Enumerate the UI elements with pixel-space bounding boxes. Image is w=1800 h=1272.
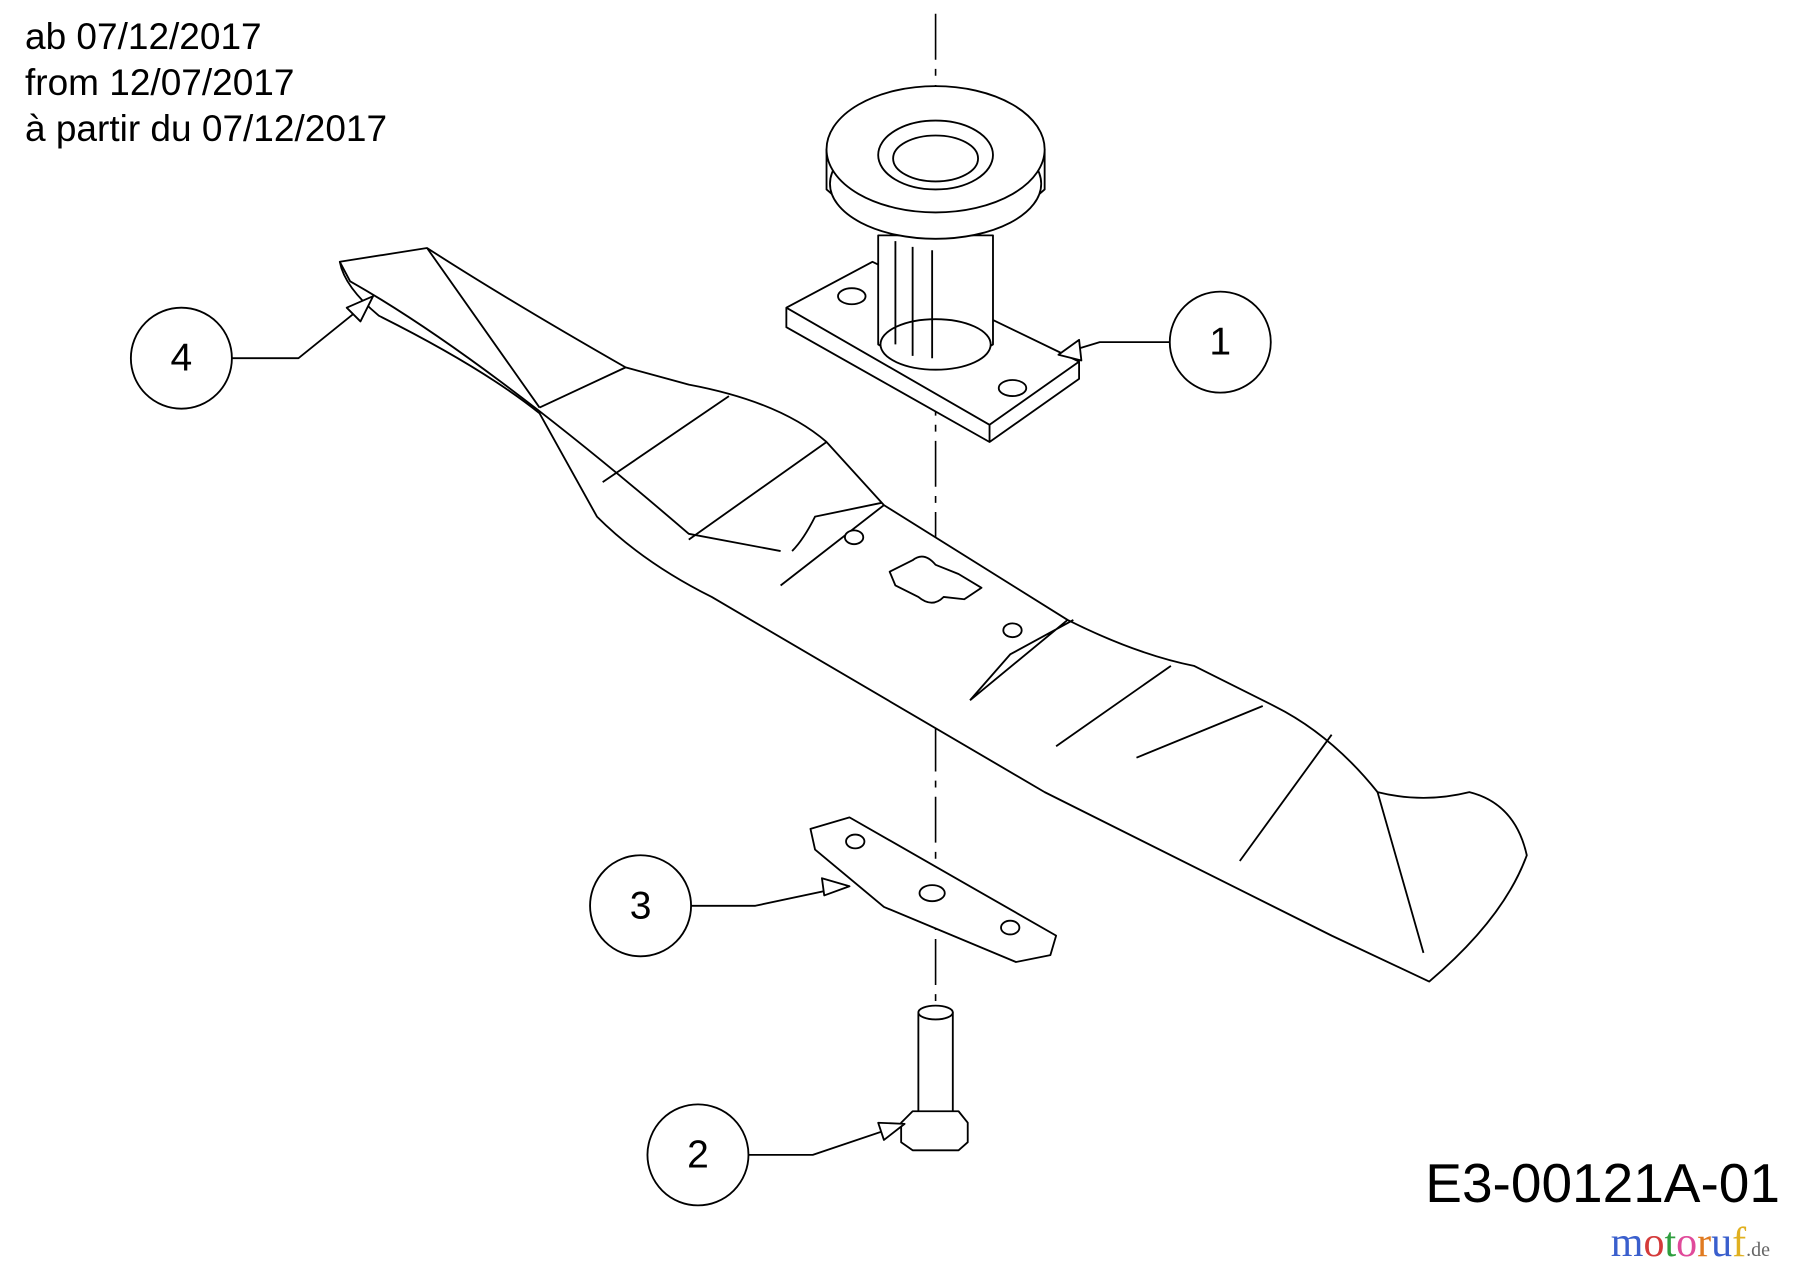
validity-note-en: from 12/07/2017 — [25, 62, 295, 103]
watermark-logo: motoruf.de — [1610, 1220, 1770, 1266]
validity-note-fr: à partir du 07/12/2017 — [25, 108, 388, 149]
validity-note-de: ab 07/12/2017 — [25, 16, 262, 57]
callout-3[interactable]: 3 — [589, 854, 851, 958]
validity-notes: ab 07/12/2017 from 12/07/2017 à partir d… — [25, 14, 387, 152]
pulley-spindle — [785, 85, 1081, 443]
drawing-code: E3-00121A-01 — [1425, 1152, 1780, 1214]
callout-2-number: 2 — [687, 1133, 709, 1176]
callout-4-number: 4 — [171, 337, 193, 380]
blade-bolt — [900, 1004, 969, 1152]
callout-3-number: 3 — [630, 884, 652, 927]
callout-1-number: 1 — [1209, 321, 1231, 364]
blade-retainer — [809, 816, 1058, 963]
mower-blade — [338, 247, 1528, 983]
callout-2[interactable]: 2 — [646, 1103, 906, 1207]
callout-1[interactable]: 1 — [1057, 290, 1272, 394]
callout-4[interactable]: 4 — [129, 295, 375, 410]
